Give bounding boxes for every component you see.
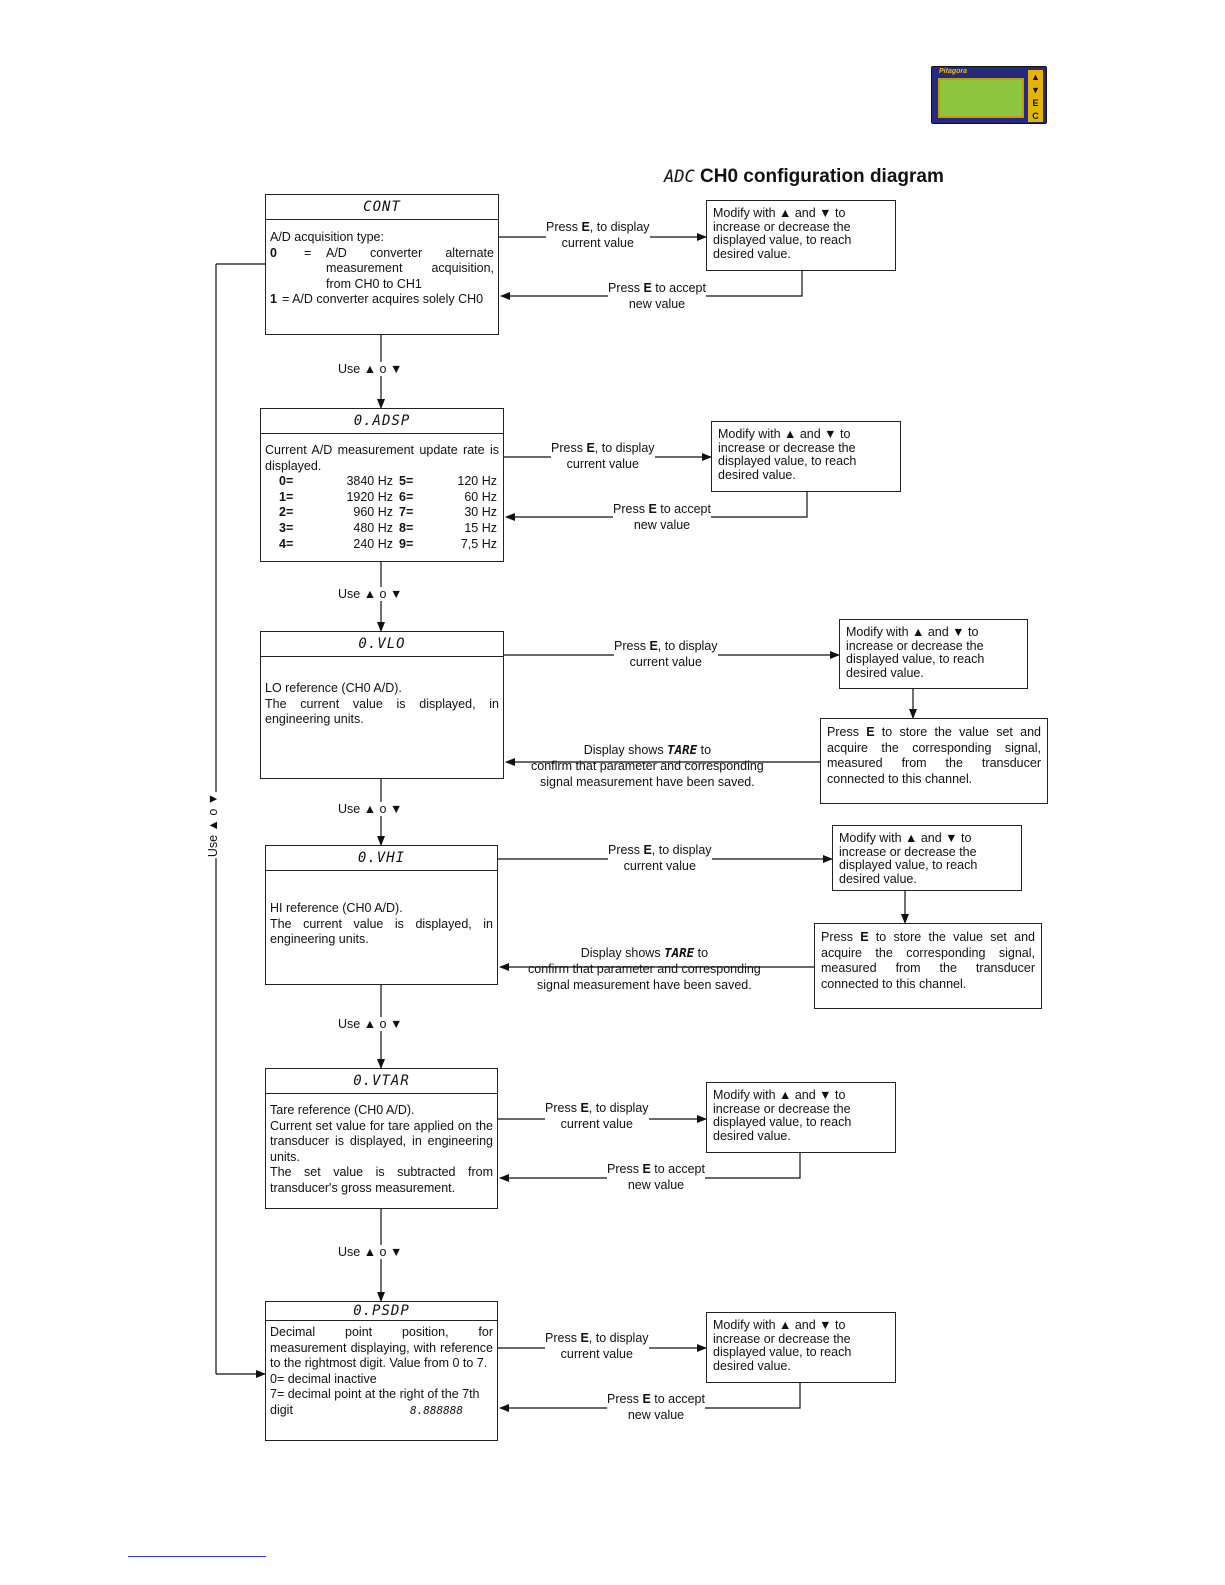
rate-key: 7=: [399, 505, 414, 520]
node-text: 0= decimal inactive: [270, 1371, 377, 1386]
node-header: CONT: [266, 195, 498, 220]
rate-key: 8=: [399, 520, 414, 535]
modify-box: Modify with ▲ and ▼ to increase or decre…: [706, 1312, 896, 1383]
rate-key: 2=: [279, 505, 294, 520]
node-header: 0.VTAR: [266, 1069, 497, 1094]
node-header: 0.ADSP: [261, 409, 503, 434]
footer-line: [128, 1556, 266, 1557]
modify-box: Modify with ▲ and ▼ to increase or decre…: [706, 200, 896, 271]
modify-box: Modify with ▲ and ▼ to increase or decre…: [839, 619, 1028, 689]
store-box: Press E to store the value set and acqui…: [814, 923, 1042, 1009]
title-text: CH0 configuration diagram: [700, 166, 944, 187]
rate-value: 15 Hz: [464, 520, 497, 535]
enter-key-icon: E: [1032, 97, 1039, 108]
device-image: Pitagora ▲ ▼ E C: [931, 66, 1047, 124]
device-keypad: ▲ ▼ E C: [1028, 70, 1043, 122]
node-text: 1 = A/D converter acquires solely CH0: [270, 292, 484, 307]
rate-value: 120 Hz: [457, 474, 497, 489]
rate-value: 3840 Hz: [346, 474, 393, 489]
node-text: Current A/D measurement update rate is d…: [265, 443, 499, 473]
node-text: A/D acquisition type:: [270, 230, 384, 244]
rate-key: 6=: [399, 489, 414, 504]
node-header: 0.VHI: [266, 846, 497, 871]
up-key-icon: ▲: [1031, 71, 1040, 82]
use-label: Use ▲ o ▼: [337, 802, 404, 816]
node-cont: CONT A/D acquisition type: 0= A/D conver…: [265, 194, 499, 335]
rate-key: 0=: [279, 474, 294, 489]
rate-key: 5=: [399, 474, 414, 489]
store-box: Press E to store the value set and acqui…: [820, 718, 1048, 804]
use-label: Use ▲ o ▼: [337, 1245, 404, 1259]
rate-key: 1=: [279, 489, 294, 504]
node-body: HI reference (CH0 A/D). The current valu…: [270, 901, 493, 947]
node-vlo: 0.VLO LO reference (CH0 A/D). The curren…: [260, 631, 504, 779]
node-header: 0.VLO: [261, 632, 503, 657]
device-brand: Pitagora: [939, 68, 968, 75]
seg-sample: 8.888888: [410, 1403, 463, 1417]
rate-value: 1920 Hz: [346, 489, 393, 504]
node-body: Tare reference (CH0 A/D). Current set va…: [270, 1103, 493, 1195]
node-adsp: 0.ADSP Current A/D measurement update ra…: [260, 408, 504, 562]
digit-label: digit: [270, 1402, 293, 1417]
use-label: Use ▲ o ▼: [337, 587, 404, 601]
use-label: Use ▲ o ▼: [337, 1017, 404, 1031]
node-header: 0.PSDP: [266, 1302, 497, 1321]
device-display: [938, 78, 1024, 118]
node-body: Decimal point position, for measurement …: [266, 1321, 497, 1422]
loop-line: [216, 264, 264, 280]
node-body: A/D acquisition type: 0= A/D converter a…: [266, 220, 498, 311]
title-adc: ADC: [664, 167, 695, 187]
node-body: Current A/D measurement update rate is d…: [261, 434, 503, 555]
node-vhi: 0.VHI HI reference (CH0 A/D). The curren…: [265, 845, 498, 985]
rate-table: 0= 3840 Hz 5= 120 Hz 1= 1920 Hz 6= 60 Hz 2= 960 H…: [279, 474, 499, 552]
node-vtar: 0.VTAR Tare reference (CH0 A/D). Current…: [265, 1068, 498, 1209]
modify-box: Modify with ▲ and ▼ to increase or decre…: [832, 825, 1022, 891]
use-label: Use ▲ o ▼: [337, 362, 404, 376]
clear-key-icon: C: [1032, 110, 1039, 121]
node-body: LO reference (CH0 A/D). The current valu…: [265, 681, 499, 727]
node-text: 7= decimal point at the right of the 7th: [270, 1387, 480, 1402]
node-psdp: 0.PSDP Decimal point position, for measu…: [265, 1301, 498, 1441]
rate-key: 9=: [399, 536, 414, 551]
node-text: 0= A/D converter alternate measurement a…: [270, 245, 494, 291]
rate-value: 30 Hz: [464, 505, 497, 520]
rate-key: 3=: [279, 520, 294, 535]
rate-value: 60 Hz: [464, 489, 497, 504]
node-text: Decimal point position, for measurement …: [270, 1325, 493, 1371]
rate-value: 480 Hz: [353, 520, 393, 535]
rate-value: 7,5 Hz: [460, 536, 497, 551]
rate-value: 240 Hz: [353, 536, 393, 551]
down-key-icon: ▼: [1031, 84, 1040, 95]
modify-box: Modify with ▲ and ▼ to increase or decre…: [711, 421, 901, 492]
rate-value: 960 Hz: [353, 505, 393, 520]
node-text: digit 8.888888: [270, 1403, 493, 1419]
rate-key: 4=: [279, 536, 294, 551]
modify-box: Modify with ▲ and ▼ to increase or decre…: [706, 1082, 896, 1153]
left-loop-label: Use ▲ o ▼: [206, 791, 221, 859]
diagram-title: ADC CH0 configuration diagram: [664, 166, 944, 188]
